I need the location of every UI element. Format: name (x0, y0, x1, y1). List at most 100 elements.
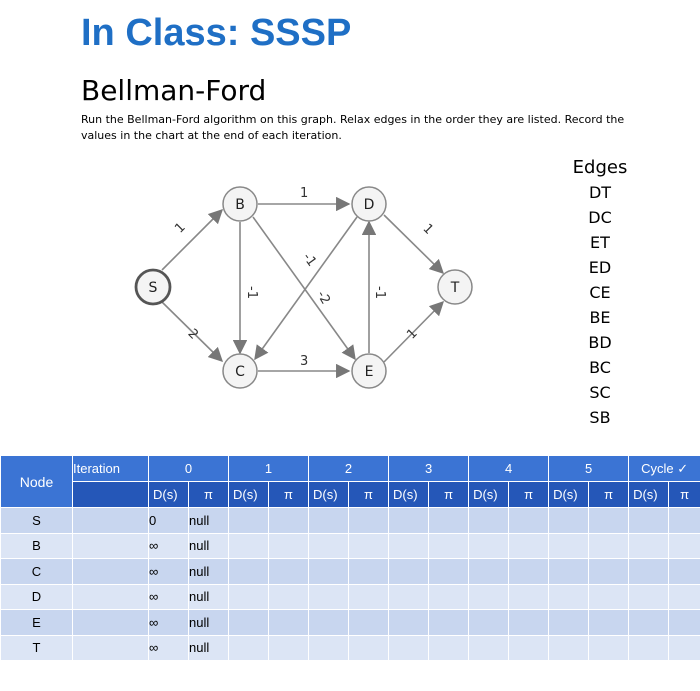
pred-cell[interactable]: null (187, 532, 230, 559)
value-cell[interactable] (388, 609, 430, 636)
node-d (351, 186, 387, 222)
value-cell[interactable] (308, 507, 350, 534)
row-node: S (0, 507, 73, 534)
value-cell[interactable] (348, 558, 390, 585)
edge-item: ED (588, 258, 612, 277)
value-cell[interactable] (428, 634, 470, 661)
value-cell[interactable] (668, 558, 700, 585)
value-cell[interactable] (548, 634, 590, 661)
value-cell[interactable] (428, 532, 470, 559)
value-cell[interactable] (388, 507, 430, 534)
value-cell[interactable] (588, 609, 630, 636)
value-cell[interactable] (308, 634, 350, 661)
value-cell[interactable] (428, 609, 470, 636)
pred-cell[interactable]: null (187, 609, 230, 636)
dist-cell[interactable]: ∞ (148, 609, 189, 636)
value-cell[interactable] (228, 609, 270, 636)
value-cell[interactable] (468, 507, 510, 534)
value-cell[interactable] (228, 507, 270, 534)
value-cell[interactable] (588, 532, 630, 559)
value-cell[interactable] (548, 507, 590, 534)
iteration-cell (72, 532, 149, 559)
value-cell[interactable] (428, 558, 470, 585)
value-cell[interactable] (268, 634, 310, 661)
dist-cell[interactable]: ∞ (148, 532, 189, 559)
iteration-3-header: 3 (388, 455, 470, 482)
value-cell[interactable] (268, 558, 310, 585)
value-cell[interactable] (468, 558, 510, 585)
dist-header: D(s) (468, 481, 510, 508)
value-cell[interactable] (548, 583, 590, 610)
value-cell[interactable] (668, 583, 700, 610)
value-cell[interactable] (228, 583, 270, 610)
value-cell[interactable] (228, 558, 270, 585)
value-cell[interactable] (388, 634, 430, 661)
value-cell[interactable] (428, 507, 470, 534)
iteration-1-header: 1 (228, 455, 310, 482)
value-cell[interactable] (628, 583, 670, 610)
value-cell[interactable] (268, 532, 310, 559)
value-cell[interactable] (428, 583, 470, 610)
pred-cell[interactable]: null (187, 634, 230, 661)
edge-cd (254, 216, 358, 361)
node-b-label: B (235, 197, 245, 213)
value-cell[interactable] (468, 583, 510, 610)
value-cell[interactable] (508, 583, 550, 610)
dist-cell[interactable]: ∞ (148, 583, 189, 610)
value-cell[interactable] (668, 532, 700, 559)
value-cell[interactable] (468, 532, 510, 559)
dist-cell[interactable]: ∞ (148, 558, 189, 585)
value-cell[interactable] (548, 558, 590, 585)
value-cell[interactable] (588, 583, 630, 610)
value-cell[interactable] (268, 507, 310, 534)
value-cell[interactable] (308, 583, 350, 610)
value-cell[interactable] (308, 558, 350, 585)
value-cell[interactable] (668, 507, 700, 534)
value-cell[interactable] (348, 583, 390, 610)
edge-item: BE (589, 308, 611, 327)
value-cell[interactable] (308, 532, 350, 559)
dist-cell[interactable]: ∞ (148, 634, 189, 661)
value-cell[interactable] (348, 532, 390, 559)
table-row: E ∞ null (0, 609, 700, 636)
value-cell[interactable] (508, 532, 550, 559)
value-cell[interactable] (628, 532, 670, 559)
value-cell[interactable] (268, 583, 310, 610)
value-cell[interactable] (348, 609, 390, 636)
value-cell[interactable] (548, 609, 590, 636)
pred-cell[interactable]: null (187, 507, 230, 534)
value-cell[interactable] (588, 558, 630, 585)
edge-dt (383, 214, 445, 275)
value-cell[interactable] (348, 634, 390, 661)
value-cell[interactable] (468, 634, 510, 661)
pred-cell[interactable]: null (187, 583, 230, 610)
dist-header: D(s) (388, 481, 430, 508)
value-cell[interactable] (388, 532, 430, 559)
value-cell[interactable] (548, 532, 590, 559)
value-cell[interactable] (668, 634, 700, 661)
edge-item: SB (589, 408, 611, 427)
value-cell[interactable] (628, 507, 670, 534)
value-cell[interactable] (588, 507, 630, 534)
value-cell[interactable] (228, 532, 270, 559)
value-cell[interactable] (268, 609, 310, 636)
value-cell[interactable] (508, 609, 550, 636)
weight-sb: 1 (172, 220, 188, 236)
value-cell[interactable] (668, 609, 700, 636)
value-cell[interactable] (348, 507, 390, 534)
section-subtitle: Bellman-Ford (81, 74, 267, 107)
value-cell[interactable] (228, 634, 270, 661)
value-cell[interactable] (628, 558, 670, 585)
value-cell[interactable] (628, 609, 670, 636)
pred-cell[interactable]: null (187, 558, 230, 585)
value-cell[interactable] (628, 634, 670, 661)
value-cell[interactable] (508, 507, 550, 534)
value-cell[interactable] (588, 634, 630, 661)
value-cell[interactable] (468, 609, 510, 636)
value-cell[interactable] (508, 634, 550, 661)
value-cell[interactable] (388, 558, 430, 585)
dist-cell[interactable]: 0 (148, 507, 189, 534)
value-cell[interactable] (388, 583, 430, 610)
value-cell[interactable] (508, 558, 550, 585)
value-cell[interactable] (308, 609, 350, 636)
